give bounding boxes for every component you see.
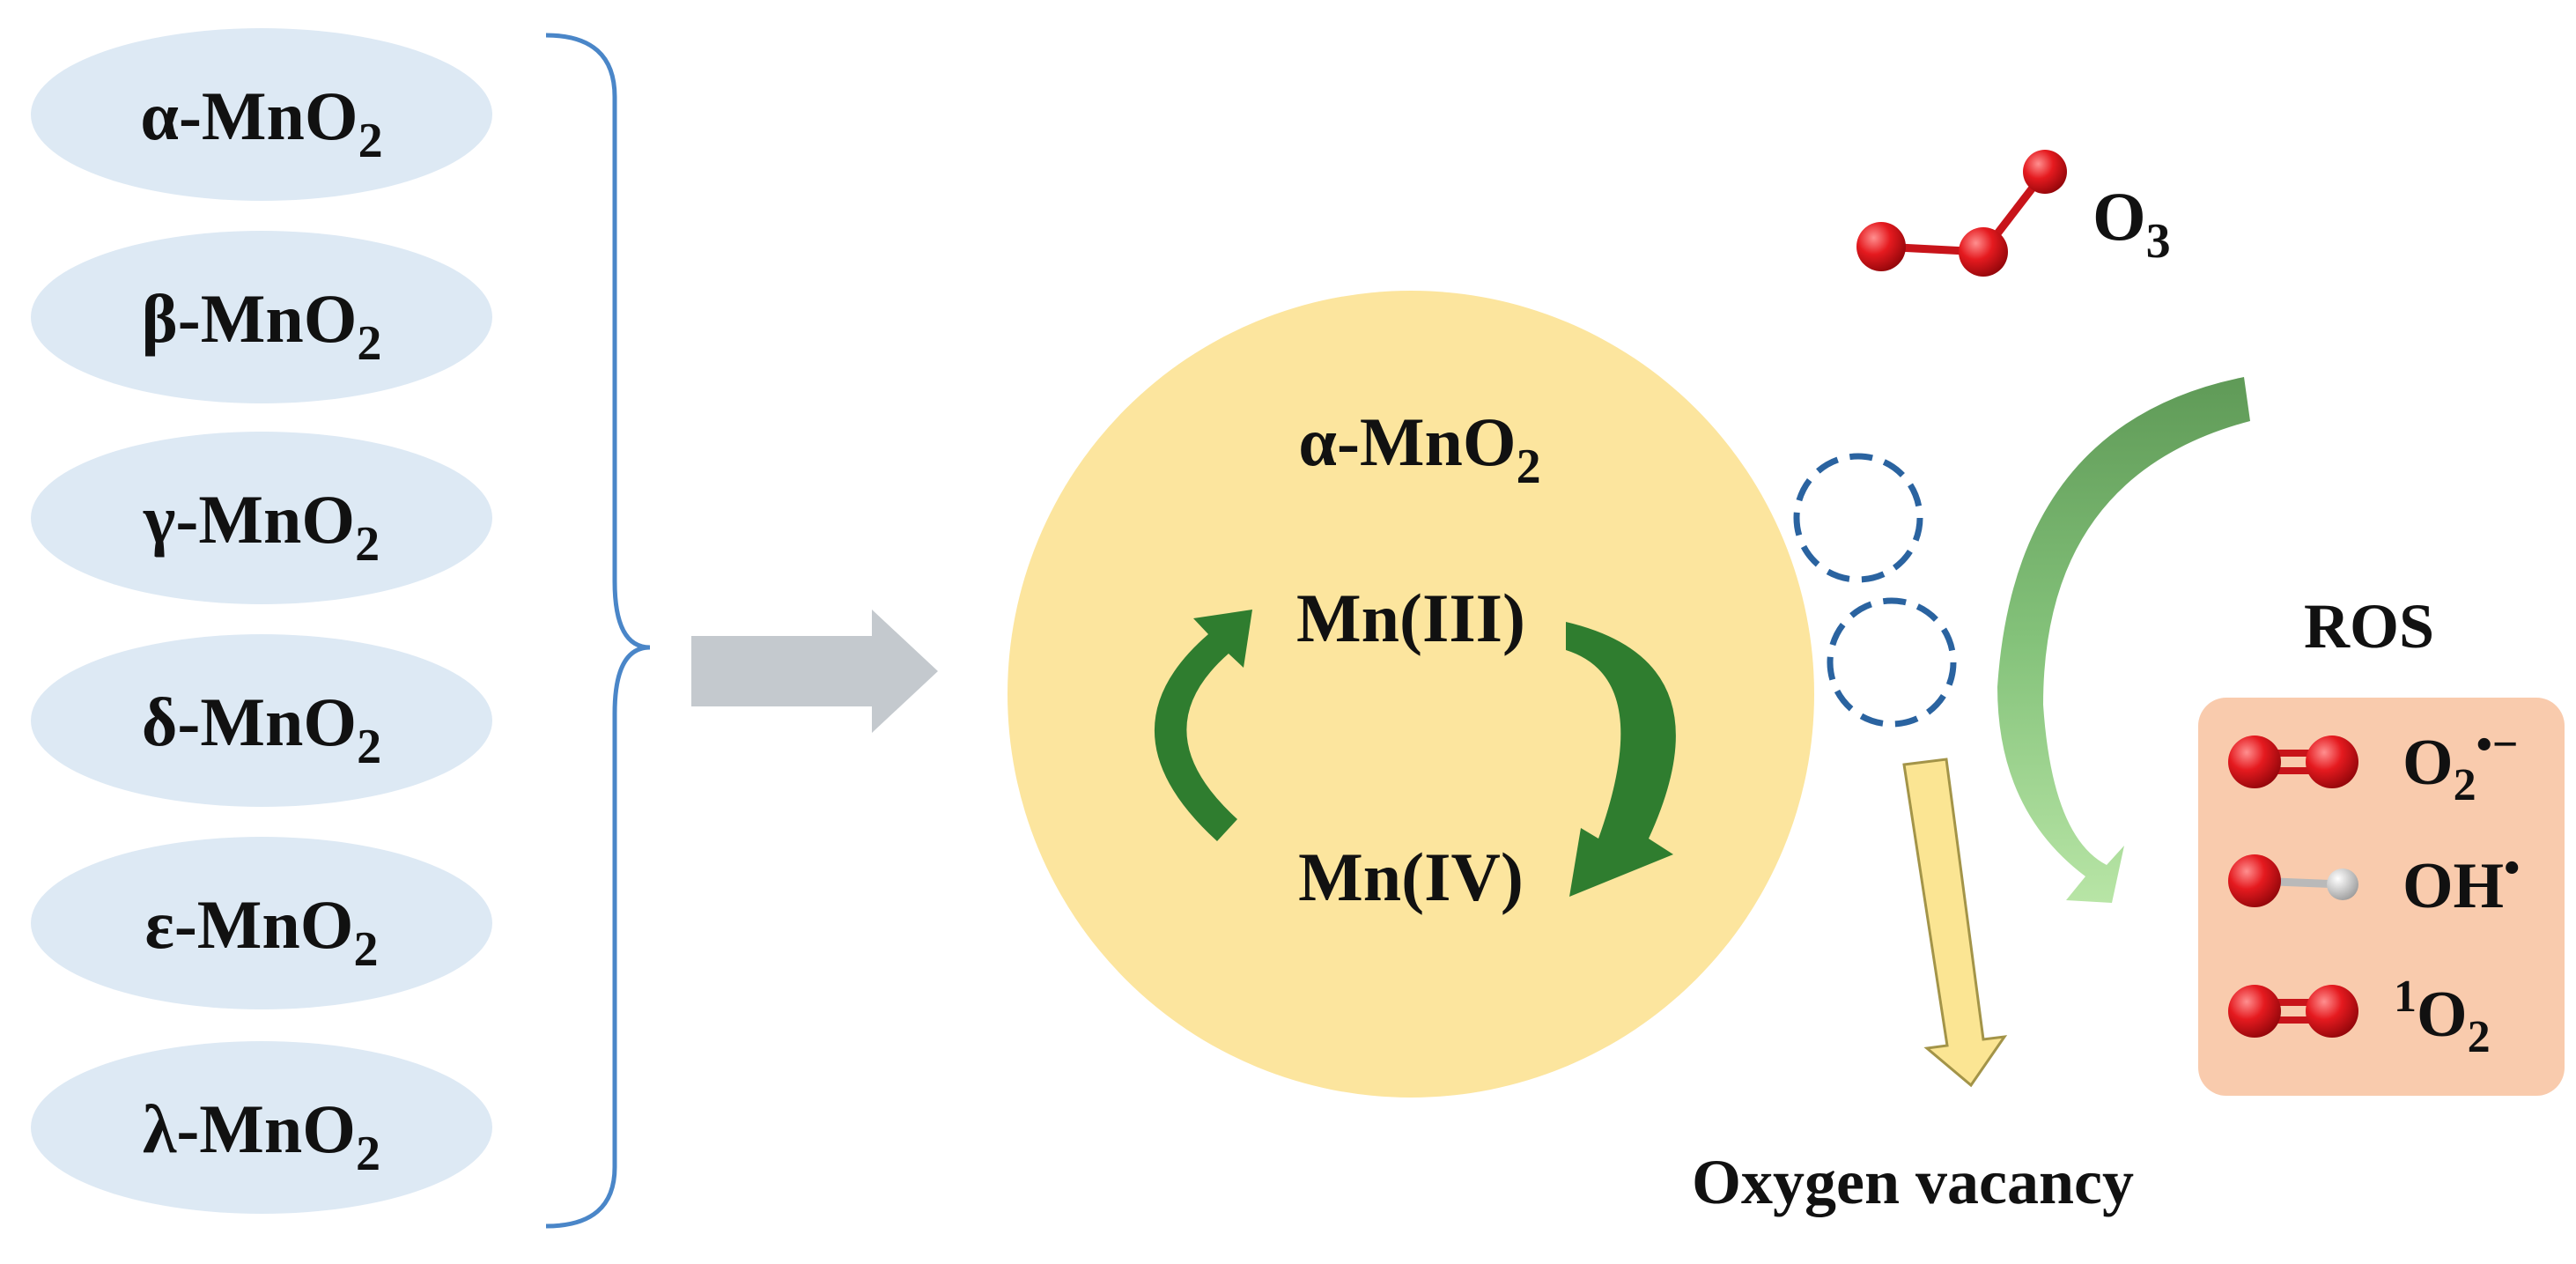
oxygen-atom xyxy=(2306,735,2358,788)
polymorph-ellipse xyxy=(31,1041,492,1214)
superoxide-label: O2•− xyxy=(2403,720,2518,810)
polymorph-label: α-MnO2 xyxy=(140,78,382,168)
vacancy-arrow xyxy=(1902,758,2008,1088)
polymorph-label: δ-MnO2 xyxy=(142,684,381,774)
hydroxyl-label: OH• xyxy=(2403,843,2520,922)
polymorph-label: ε-MnO2 xyxy=(145,886,379,977)
alpha-mno2-particle: α-MnO2 Mn(III) Mn(IV) xyxy=(1008,291,1814,1098)
polymorph-label: λ-MnO2 xyxy=(143,1090,380,1181)
ozone-to-ros-arrow xyxy=(1997,377,2250,903)
polymorph-epsilon: ε-MnO2 xyxy=(31,837,492,1009)
oxygen-vacancy-ring xyxy=(1827,597,1957,728)
polymorph-label: β-MnO2 xyxy=(142,280,382,371)
polymorph-lambda: λ-MnO2 xyxy=(31,1041,492,1214)
polymorph-ellipse xyxy=(31,231,492,403)
particle-circle xyxy=(1008,291,1814,1098)
oxygen-atom xyxy=(2228,985,2281,1038)
superoxide-species: O2•− xyxy=(2228,720,2518,810)
particle-label: α-MnO2 xyxy=(1298,403,1540,494)
hydrogen-atom xyxy=(2327,869,2358,900)
singlet-oxygen-species: 1O2 xyxy=(2228,972,2491,1062)
polymorph-ellipse xyxy=(31,28,492,201)
oxygen-atom xyxy=(1856,222,1906,271)
ros-panel: ROS O2•− OH• 1O2 xyxy=(2198,591,2565,1096)
oxygen-atom xyxy=(2228,735,2281,788)
ozone-molecule: O3 xyxy=(1856,150,2171,277)
polymorph-ellipse xyxy=(31,634,492,807)
polymorph-delta: δ-MnO2 xyxy=(31,634,492,807)
polymorph-list: α-MnO2 β-MnO2 γ-MnO2 δ-MnO2 ε-MnO2 λ-MnO… xyxy=(31,28,492,1214)
vacancy-label: Oxygen vacancy xyxy=(1692,1147,2134,1217)
oxygen-atom xyxy=(1959,227,2008,277)
polymorph-beta: β-MnO2 xyxy=(31,231,492,403)
polymorph-label: γ-MnO2 xyxy=(143,481,380,572)
hydroxyl-species: OH• xyxy=(2228,843,2520,922)
oxygen-atom xyxy=(2023,150,2067,194)
mn4-label: Mn(IV) xyxy=(1298,839,1524,915)
cycle-arrow-right xyxy=(1566,622,1676,897)
curly-bracket xyxy=(545,33,651,1229)
polymorph-ellipse xyxy=(31,837,492,1009)
ozone-label: O3 xyxy=(2093,178,2171,269)
oxygen-atom xyxy=(2306,985,2358,1038)
mn3-label: Mn(III) xyxy=(1296,580,1525,656)
cycle-arrow-left xyxy=(1154,610,1252,841)
gray-arrow xyxy=(691,610,938,733)
polymorph-gamma: γ-MnO2 xyxy=(31,432,492,604)
ros-title: ROS xyxy=(2304,591,2434,662)
polymorph-ellipse xyxy=(31,432,492,604)
polymorph-alpha: α-MnO2 xyxy=(31,28,492,201)
ros-box xyxy=(2198,698,2565,1096)
oxygen-atom xyxy=(2228,854,2281,907)
oxygen-vacancy-ring xyxy=(1793,453,1923,583)
singlet-oxygen-label: 1O2 xyxy=(2394,972,2491,1062)
